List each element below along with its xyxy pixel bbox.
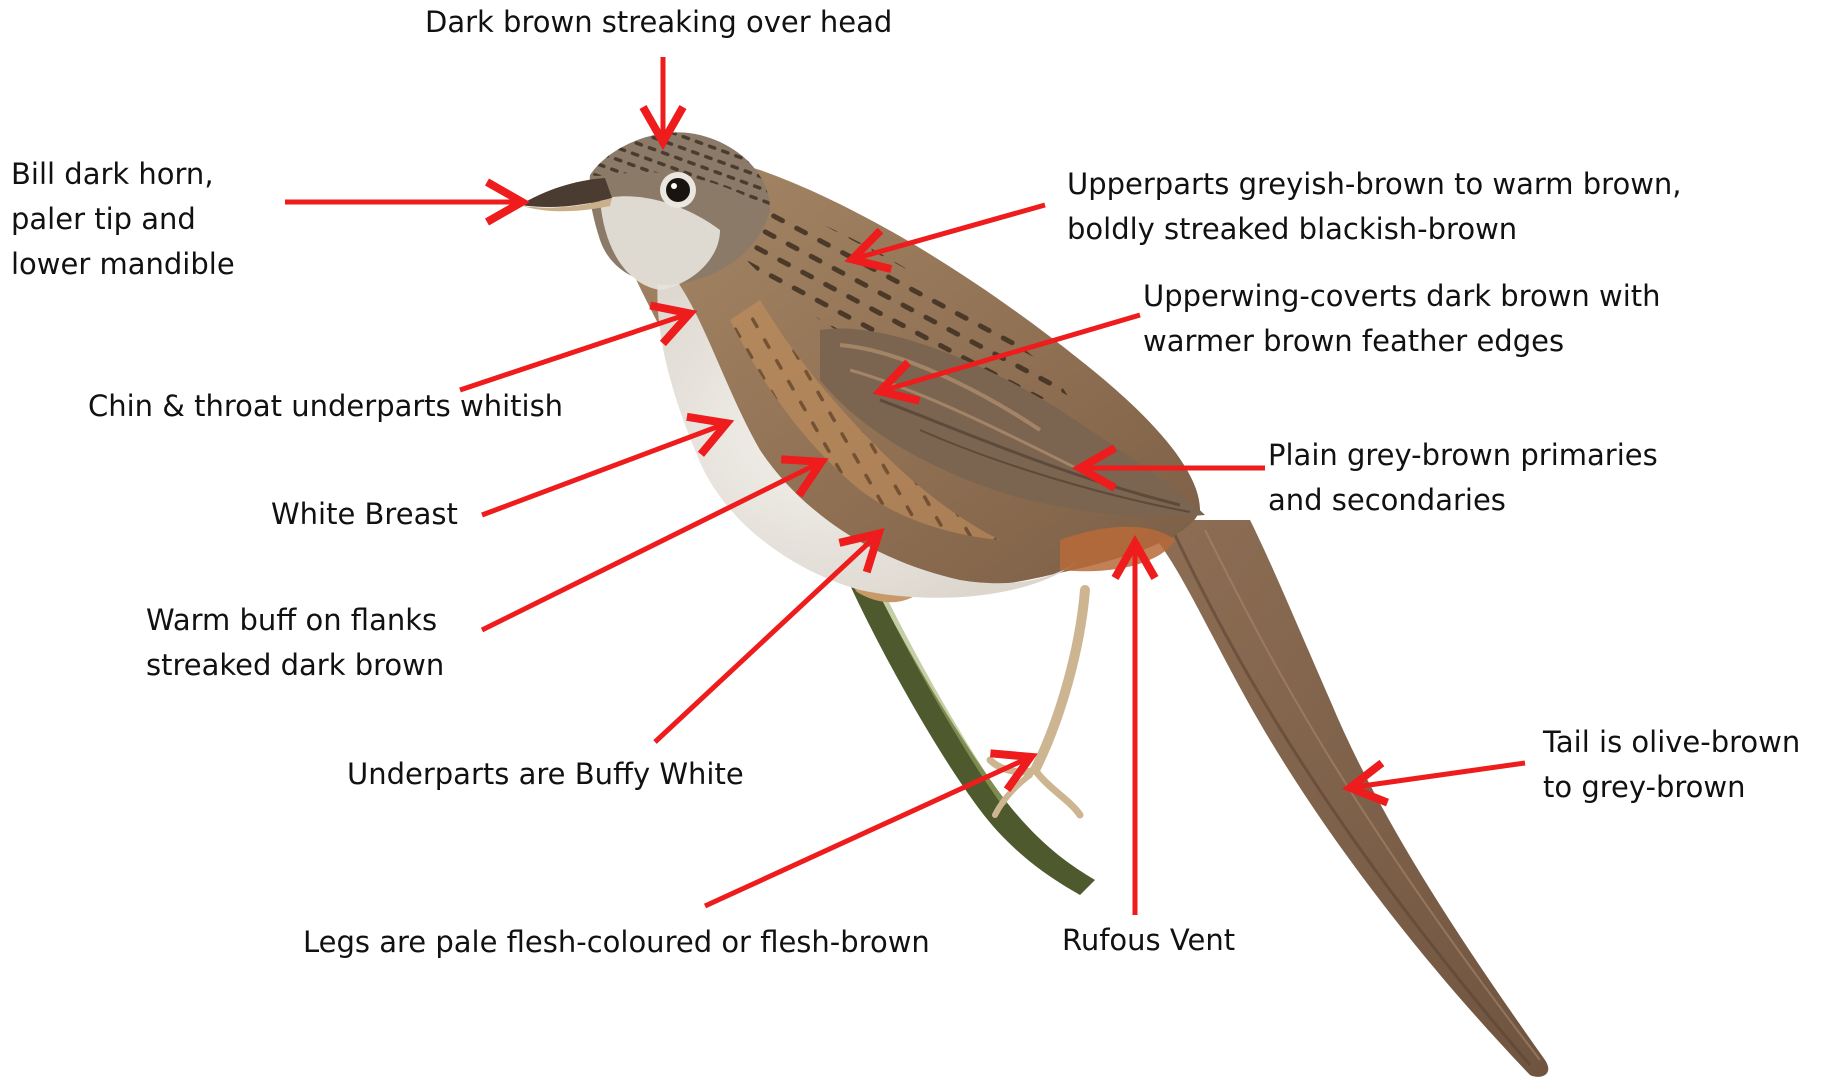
label-throat-line-1: Chin & throat underparts whitish — [88, 384, 563, 429]
label-primaries-line-1: Plain grey-brown primaries — [1268, 433, 1658, 478]
arrow-tail — [1355, 763, 1525, 787]
label-bill-line-2: paler tip and — [11, 197, 235, 242]
arrow-coverts — [885, 315, 1140, 390]
label-upperparts-line-1: Upperparts greyish-brown to warm brown, — [1067, 162, 1682, 207]
arrow-upperparts — [857, 205, 1045, 258]
label-flanks: Warm buff on flanks streaked dark brown — [146, 598, 444, 688]
label-bill-line-3: lower mandible — [11, 242, 235, 287]
label-primaries: Plain grey-brown primaries and secondari… — [1268, 433, 1658, 523]
label-coverts-line-2: warmer brown feather edges — [1143, 319, 1661, 364]
arrow-throat — [460, 315, 685, 390]
arrow-legs — [705, 759, 1026, 906]
label-throat: Chin & throat underparts whitish — [88, 384, 563, 429]
label-legs-line-1: Legs are pale flesh-coloured or flesh-br… — [303, 920, 930, 965]
label-coverts: Upperwing-coverts dark brown with warmer… — [1143, 274, 1661, 364]
label-bill-line-1: Bill dark horn, — [11, 152, 235, 197]
label-tail: Tail is olive-brown to grey-brown — [1543, 720, 1800, 810]
label-primaries-line-2: and secondaries — [1268, 478, 1658, 523]
label-upperparts: Upperparts greyish-brown to warm brown, … — [1067, 162, 1682, 252]
label-underparts-line-1: Underparts are Buffy White — [347, 752, 744, 797]
arrow-breast — [482, 425, 722, 515]
label-breast-line-1: White Breast — [271, 492, 458, 537]
label-tail-line-1: Tail is olive-brown — [1543, 720, 1800, 765]
label-breast: White Breast — [271, 492, 458, 537]
label-legs: Legs are pale flesh-coloured or flesh-br… — [303, 920, 930, 965]
label-vent-line-1: Rufous Vent — [1062, 918, 1235, 963]
label-flanks-line-2: streaked dark brown — [146, 643, 444, 688]
label-underparts: Underparts are Buffy White — [347, 752, 744, 797]
label-tail-line-2: to grey-brown — [1543, 765, 1800, 810]
label-upperparts-line-2: boldly streaked blackish-brown — [1067, 207, 1682, 252]
label-vent: Rufous Vent — [1062, 918, 1235, 963]
label-bill: Bill dark horn, paler tip and lower mand… — [11, 152, 235, 287]
arrow-flanks — [482, 464, 817, 630]
label-coverts-line-1: Upperwing-coverts dark brown with — [1143, 274, 1661, 319]
label-head-line-1: Dark brown streaking over head — [425, 0, 892, 45]
arrow-underparts — [655, 537, 875, 742]
label-head: Dark brown streaking over head — [425, 0, 892, 45]
label-flanks-line-1: Warm buff on flanks — [146, 598, 444, 643]
